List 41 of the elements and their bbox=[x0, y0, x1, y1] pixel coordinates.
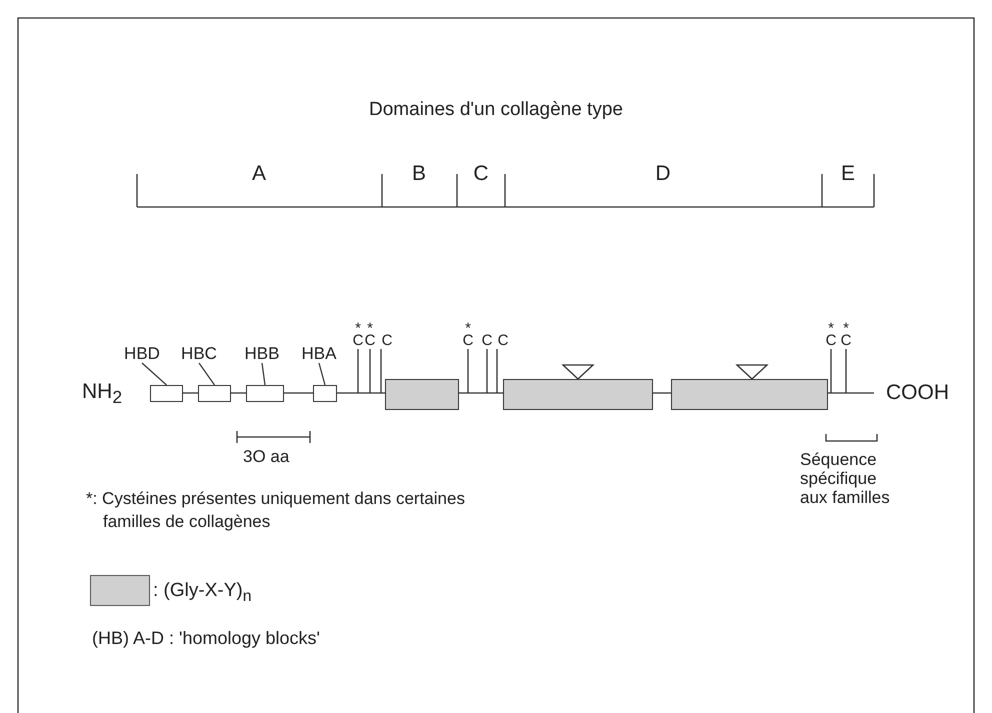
block-label: HBA bbox=[302, 344, 336, 363]
asterisk-mark: * bbox=[465, 321, 471, 336]
empty-block bbox=[150, 385, 183, 402]
collagenous-domain-block bbox=[671, 379, 828, 410]
cysteine-label: C bbox=[382, 333, 392, 348]
diagram-title: Domaines d'un collagène type bbox=[368, 100, 624, 119]
leader-line bbox=[198, 362, 215, 386]
footnote: *: Cystéines présentes uniquement dans certaines familles de collagènes bbox=[86, 488, 466, 533]
leader-line bbox=[318, 362, 326, 386]
block-label: HBD bbox=[124, 344, 160, 363]
sequence-note: Séquence spécifique aux familles bbox=[800, 450, 891, 507]
terminus-label: NH$_{2}$ bbox=[82, 381, 122, 407]
asterisk-mark: * bbox=[355, 321, 361, 336]
empty-block bbox=[313, 385, 337, 402]
domain-letter: D bbox=[655, 163, 671, 184]
asterisk-mark: * bbox=[367, 321, 373, 336]
asterisk-mark: * bbox=[828, 321, 834, 336]
cysteine-label: C bbox=[840, 333, 852, 348]
domain-letter: B bbox=[412, 163, 426, 184]
cysteine-label: C bbox=[826, 333, 836, 348]
domain-letter: C bbox=[473, 163, 489, 184]
cysteine-label: C bbox=[364, 333, 376, 348]
scale-label: 3O aa bbox=[243, 448, 290, 465]
block-label: HBB bbox=[244, 344, 280, 363]
domain-letter: A bbox=[252, 163, 266, 184]
block-label: HBC bbox=[181, 344, 217, 363]
asterisk-mark: * bbox=[843, 321, 849, 336]
cysteine-label: C bbox=[462, 333, 474, 348]
legend-label: : (Gly-X-Y)$_{n}$ bbox=[153, 581, 252, 605]
domain-letter: E bbox=[841, 163, 855, 184]
cysteine-label: C bbox=[482, 333, 492, 348]
abbreviation-note: (HB) A-D : 'homology blocks' bbox=[92, 629, 320, 647]
empty-block bbox=[246, 385, 284, 402]
empty-block bbox=[198, 385, 231, 402]
collagenous-domain-block bbox=[503, 379, 653, 410]
leader-line bbox=[261, 362, 266, 386]
leader-line bbox=[142, 362, 167, 386]
cysteine-label: C bbox=[352, 333, 364, 348]
terminus-label: COOH bbox=[886, 382, 949, 403]
cysteine-label: C bbox=[498, 333, 508, 348]
collagenous-domain-block bbox=[385, 379, 459, 410]
